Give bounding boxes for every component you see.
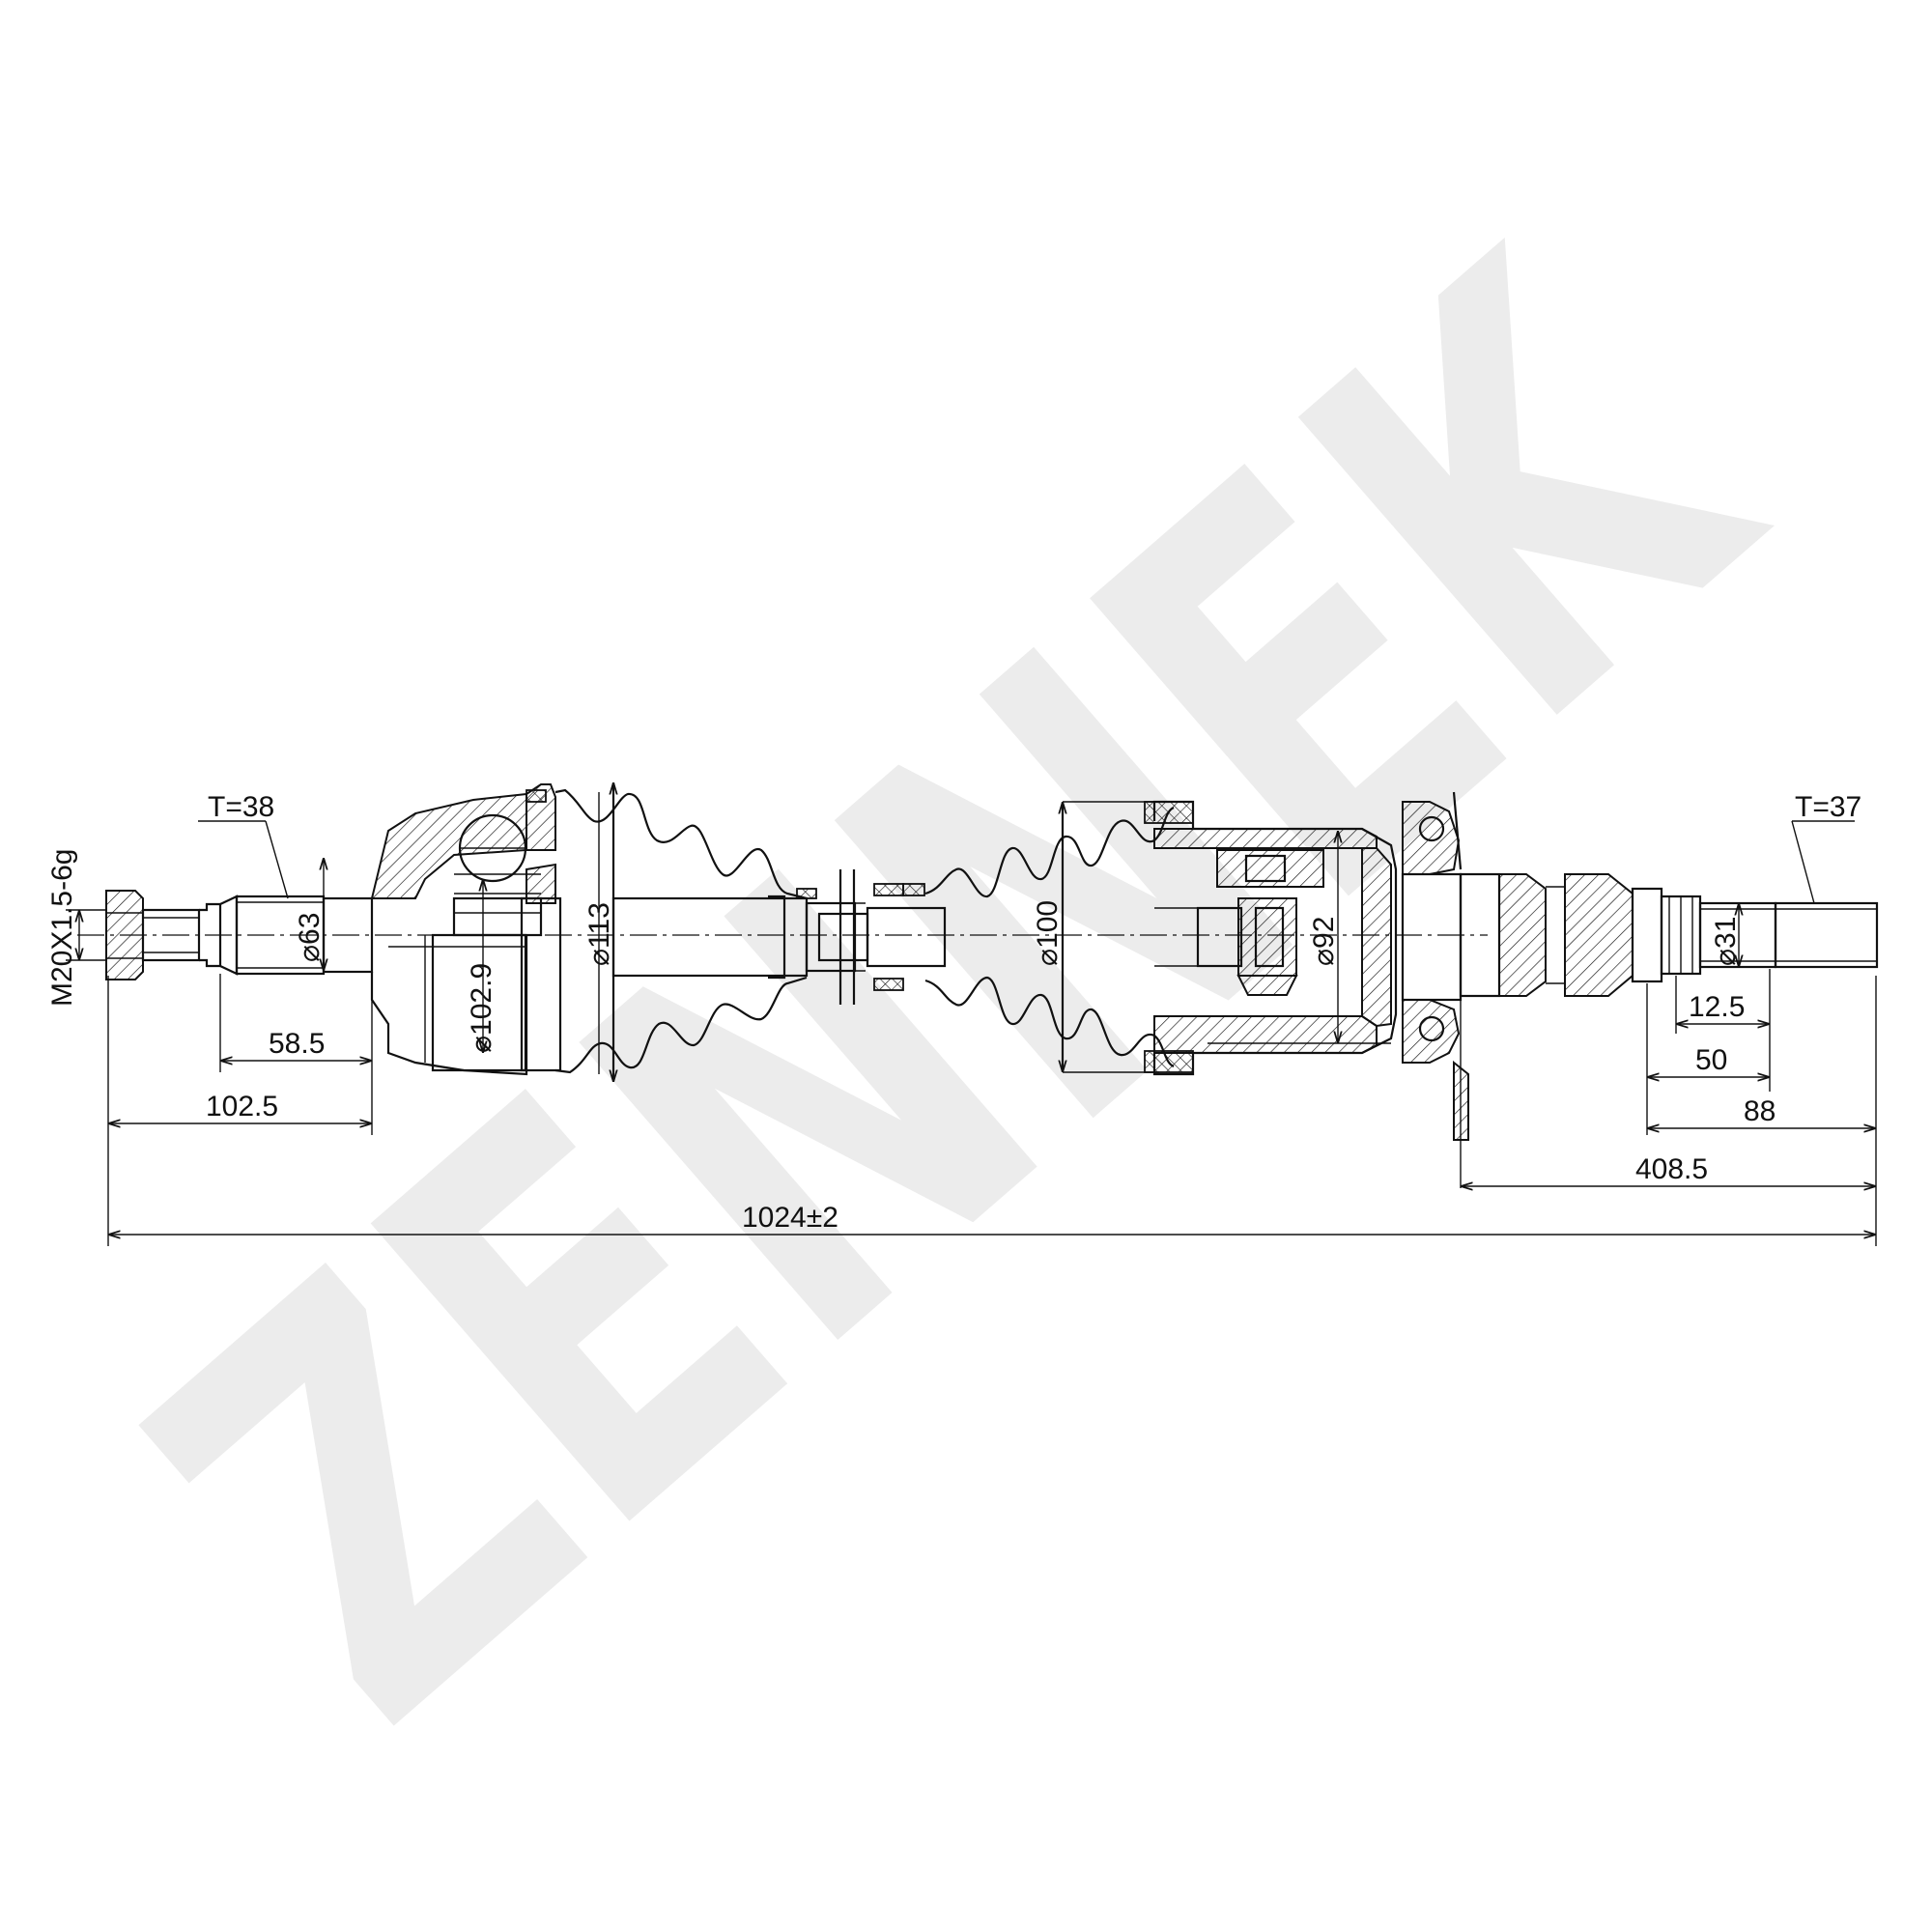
right-stub-shaft (1459, 872, 1879, 998)
len-50-label: 50 (1695, 1044, 1727, 1076)
inner-tripod-joint (1144, 800, 1398, 1076)
dimension-lines (66, 782, 1877, 1246)
dia-92-label: ⌀92 (1308, 917, 1340, 966)
t-left-label: T=38 (208, 791, 274, 823)
dia-63-label: ⌀63 (294, 913, 326, 962)
intermediate-shaft (611, 869, 947, 1005)
left-stub-shaft (105, 890, 374, 980)
len-88-label: 88 (1744, 1095, 1776, 1127)
thread-spec-label: M20X1.5-6g (46, 849, 78, 1007)
dia-102-9-label: ⌀102.9 (466, 963, 497, 1053)
dia-100-label: ⌀100 (1032, 900, 1064, 966)
outer-cv-joint (370, 783, 562, 1076)
t-right-label: T=37 (1795, 791, 1861, 823)
len-408-5-label: 408.5 (1635, 1153, 1708, 1185)
len-1024-label: 1024±2 (742, 1202, 838, 1234)
len-12-5-label: 12.5 (1689, 991, 1745, 1023)
len-58-5-label: 58.5 (269, 1028, 325, 1060)
dia-31-label: ⌀31 (1710, 917, 1742, 966)
len-102-5-label: 102.5 (206, 1091, 278, 1122)
dia-113-label: ⌀113 (583, 902, 615, 966)
dimension-labels: M20X1.5-6g T=38 T=37 ⌀63 ⌀102.9 ⌀113 ⌀10… (46, 791, 1861, 1234)
